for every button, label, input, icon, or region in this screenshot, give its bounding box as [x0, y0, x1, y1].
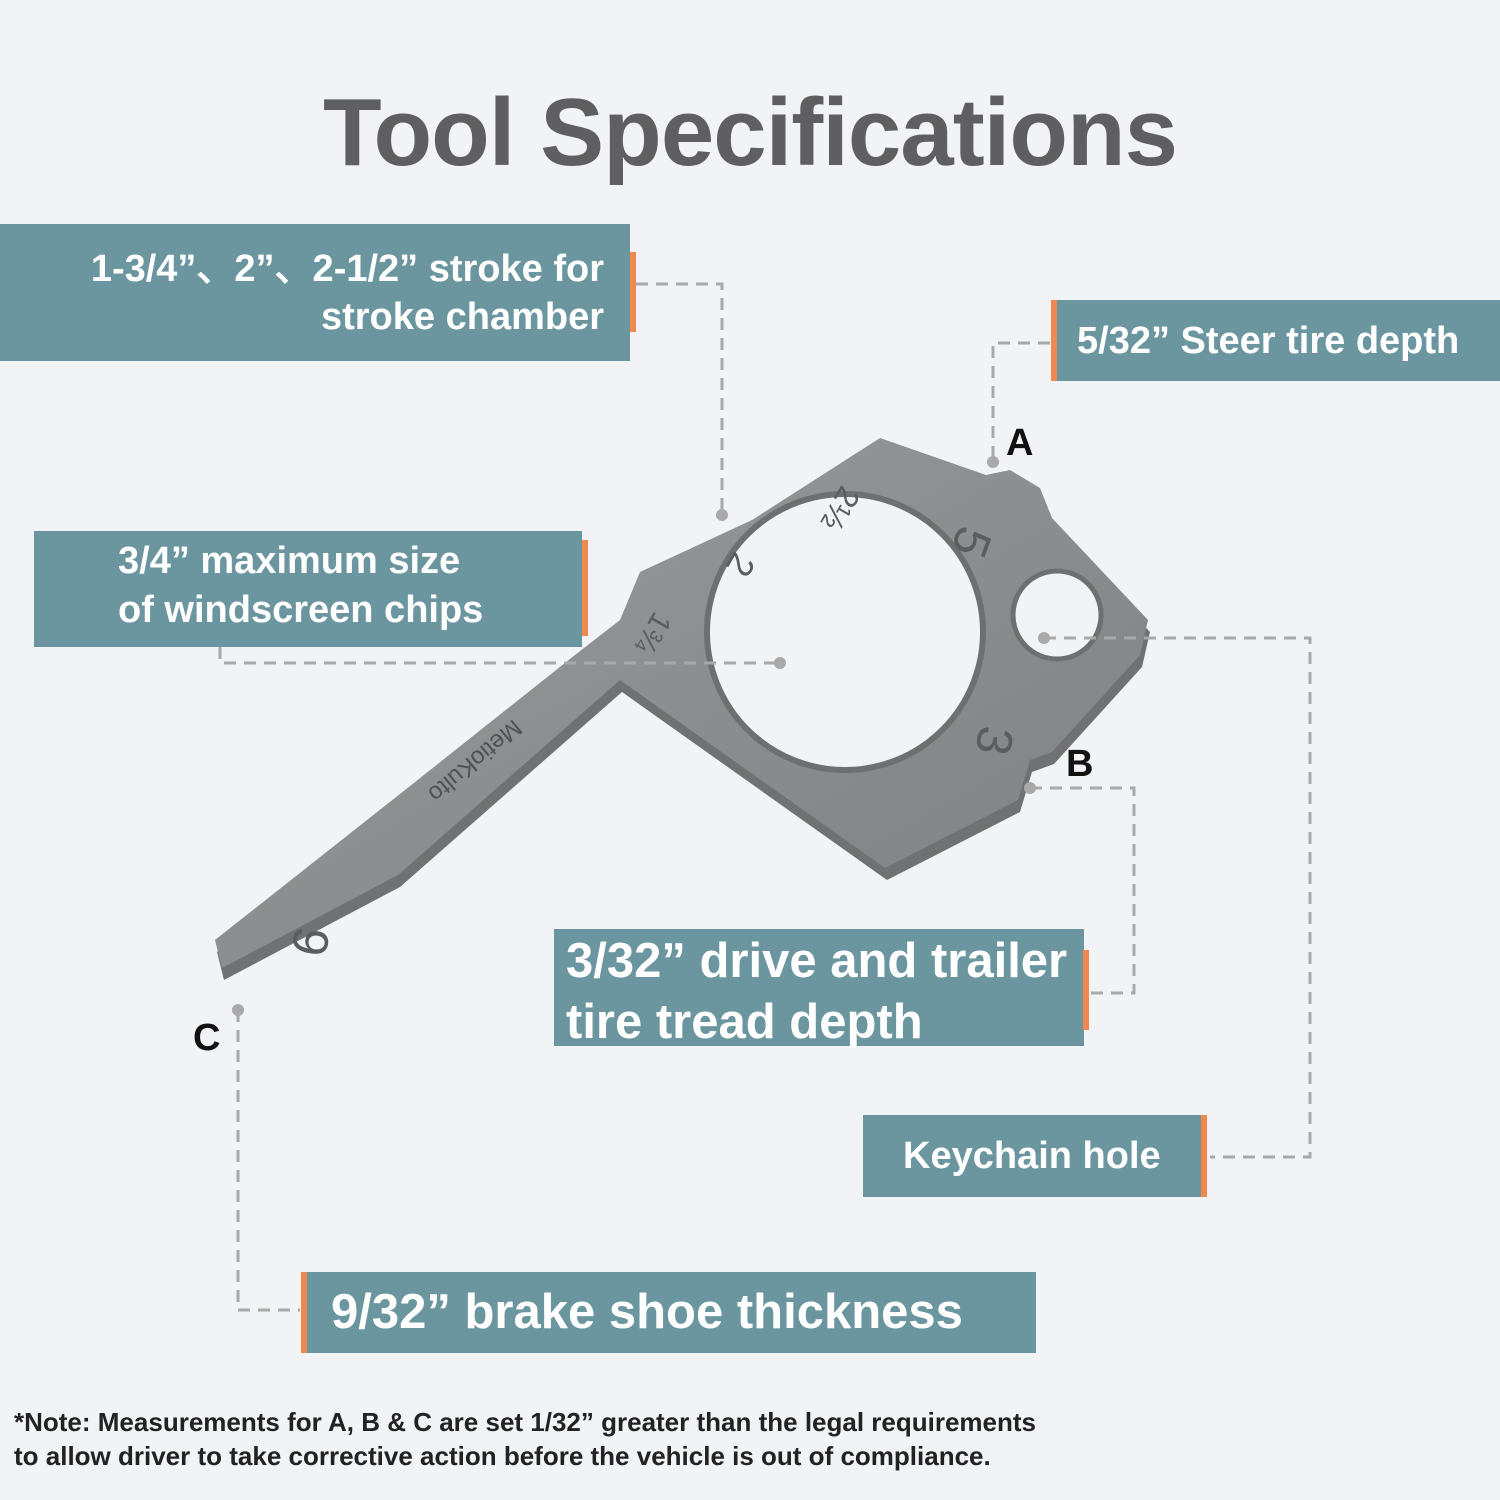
callout-steer-tire: 5/32” Steer tire depth — [1055, 300, 1500, 381]
accent-brake — [301, 1272, 307, 1353]
callout-windscreen: 3/4” maximum size of windscreen chips — [34, 531, 582, 647]
callout-steer-text: 5/32” Steer tire depth — [1077, 320, 1460, 362]
callout-stroke-line2: stroke chamber — [320, 295, 604, 338]
callout-brake-text: 9/32” brake shoe thickness — [331, 1285, 963, 1339]
leader-dot-drive — [1024, 782, 1036, 794]
accent-drive — [1083, 950, 1089, 1030]
footnote-line1: *Note: Measurements for A, B & C are set… — [14, 1407, 1037, 1437]
accent-windscreen — [582, 540, 588, 636]
tool-mark-9: 9 — [280, 923, 340, 960]
leader-windscreen — [218, 647, 780, 665]
callout-windscreen-line2: of windscreen chips — [118, 589, 484, 632]
keychain-hole-shape — [1010, 568, 1104, 662]
leader-dot-keychain — [1038, 632, 1050, 644]
windscreen-chip-hole — [704, 491, 986, 773]
leader-dot-stroke — [716, 509, 728, 521]
leader-dot-brake — [232, 1004, 244, 1016]
point-label-a: A — [1006, 422, 1034, 464]
page-title: Tool Specifications — [323, 79, 1178, 186]
footnote: *Note: Measurements for A, B & C are set… — [14, 1406, 1214, 1474]
point-label-c: C — [193, 1017, 221, 1059]
leader-brake — [236, 1010, 300, 1312]
accent-steer — [1051, 300, 1057, 381]
callout-keychain: Keychain hole — [863, 1115, 1206, 1197]
leader-lines — [218, 282, 1312, 1312]
callout-stroke-chamber: 1-3/4”、2”、2-1/2” stroke for stroke chamb… — [0, 224, 630, 361]
callout-brake-shoe: 9/32” brake shoe thickness — [305, 1272, 1036, 1353]
callout-stroke-line1: 1-3/4”、2”、2-1/2” stroke for — [90, 248, 604, 290]
point-label-b: B — [1066, 743, 1094, 785]
leader-dot-windscreen — [774, 657, 786, 669]
tool-body — [215, 438, 1148, 968]
callout-windscreen-line1: 3/4” maximum size — [118, 540, 461, 582]
callout-drive-line1: 3/32” drive and trailer — [566, 934, 1068, 988]
leader-drive — [1030, 786, 1136, 995]
leader-dot-steer — [987, 456, 999, 468]
footnote-line2: to allow driver to take corrective actio… — [14, 1440, 991, 1471]
callout-drive-trailer: 3/32” drive and trailer tire tread depth — [554, 929, 1084, 1049]
leader-stroke — [636, 282, 724, 515]
accent-keychain — [1201, 1115, 1207, 1197]
leader-keychain — [1044, 636, 1312, 1159]
callout-drive-line2: tire tread depth — [566, 995, 923, 1050]
callout-keychain-text: Keychain hole — [903, 1135, 1161, 1177]
accent-stroke — [630, 252, 636, 332]
